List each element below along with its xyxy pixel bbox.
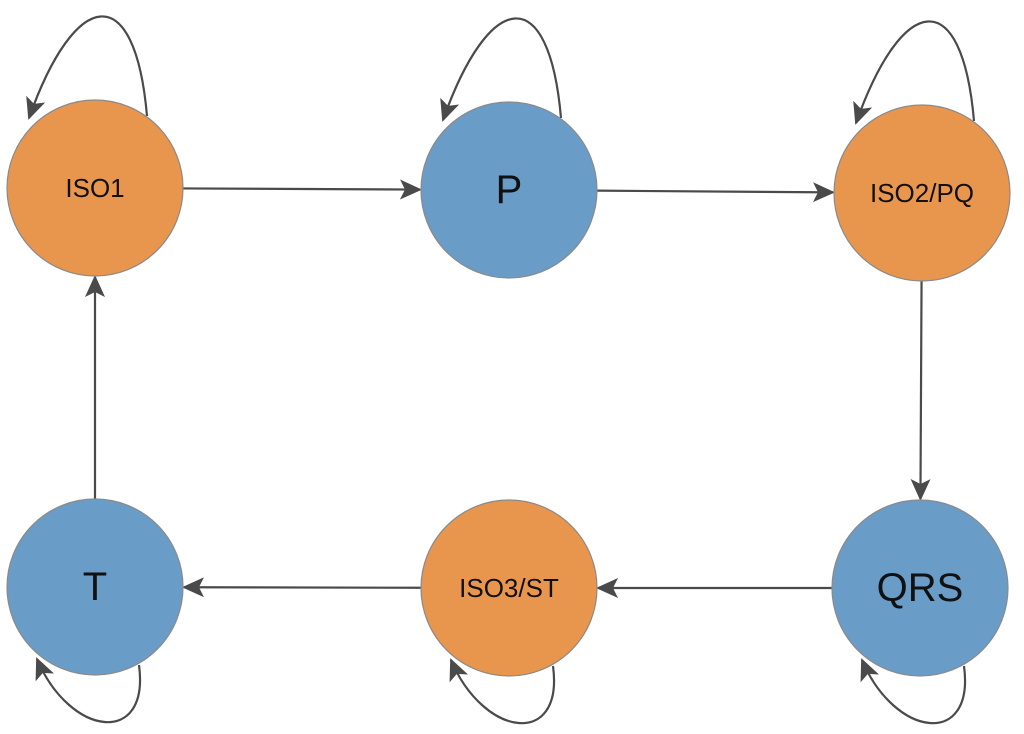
node-circle-t (6, 498, 184, 676)
node-label-iso3st: ISO3/ST (459, 573, 559, 603)
node-p: P (420, 101, 598, 279)
node-iso3st: ISO3/ST (420, 499, 598, 677)
node-circle-iso3st (420, 499, 598, 677)
node-circle-qrs (831, 499, 1009, 677)
self-loops-layer (26, 15, 976, 725)
edges-layer (85, 179, 931, 598)
node-label-p: P (496, 168, 523, 212)
node-label-iso1: ISO1 (65, 173, 124, 203)
node-label-iso2pq: ISO2/PQ (870, 178, 974, 208)
self-loop-iso1 (26, 15, 149, 120)
node-circle-iso1 (6, 99, 184, 277)
node-label-t: T (83, 565, 107, 609)
self-loop-qrs (860, 658, 967, 725)
arrow-iso2pq-to-qrs (910, 280, 931, 502)
node-circle-p (420, 101, 598, 279)
node-label-qrs: QRS (877, 566, 964, 610)
self-loop-iso2pq (853, 20, 976, 125)
node-t: T (6, 498, 184, 676)
self-loop-iso3st (449, 658, 556, 725)
self-loop-t (35, 657, 142, 724)
node-iso2pq: ISO2/PQ (833, 104, 1011, 282)
arrow-p-to-iso2pq (596, 182, 836, 203)
arrow-iso3st-to-t (181, 577, 422, 598)
nodes-layer: ISO1 P ISO2/PQ QRS ISO3/ST T (6, 99, 1011, 677)
node-circle-iso2pq (833, 104, 1011, 282)
self-loop-p (440, 17, 563, 122)
node-iso1: ISO1 (6, 99, 184, 277)
node-qrs: QRS (831, 499, 1009, 677)
arrow-iso1-to-p (182, 179, 423, 200)
